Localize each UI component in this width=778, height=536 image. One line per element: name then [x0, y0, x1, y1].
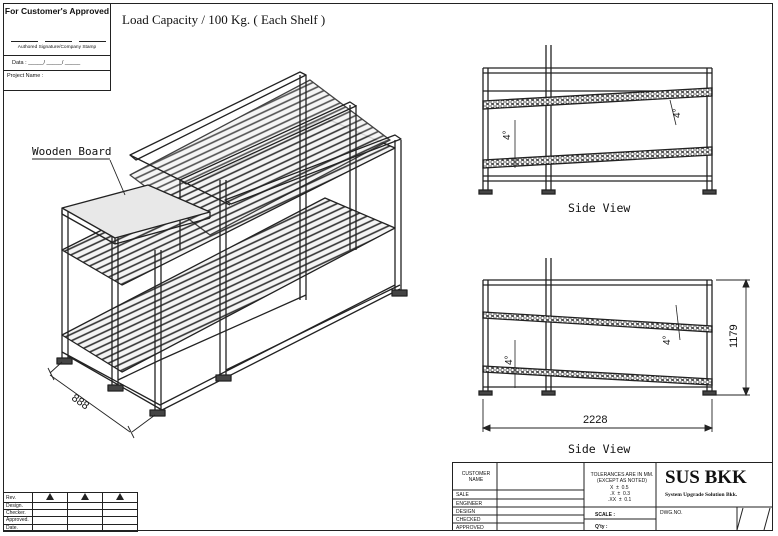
- top-rail: [129, 71, 307, 161]
- table-row: Date.: [3, 523, 138, 532]
- quantity-label: Q'ty :: [595, 524, 608, 530]
- angle-label: 4°: [662, 335, 673, 345]
- tolerances-title: TOLERANCES ARE IN MM.: [590, 472, 654, 478]
- revision-triangle-icon: [116, 493, 124, 500]
- wooden-board-edge: [61, 213, 116, 245]
- leveling-foot: [149, 409, 166, 417]
- roller-track-upper: [482, 87, 713, 110]
- sale-label: SALE: [456, 492, 469, 498]
- tolerance-xxx: .XX ± 0.1: [608, 497, 632, 503]
- company-tagline: System Upgrade Solution Bkk.: [665, 492, 738, 498]
- title-block: CUSTOMER NAME SALE ENGINEER DESIGN CHECK…: [452, 462, 773, 531]
- scale-label: SCALE :: [595, 512, 615, 518]
- company-logo-text: SUS BKK: [665, 467, 747, 488]
- leveling-foot: [56, 357, 73, 365]
- width-dimension: [47, 361, 156, 439]
- table-row: Approved.: [3, 516, 138, 525]
- customer-approval-box: For Customer's Approved Authored Signatu…: [3, 3, 111, 91]
- base-rail: [117, 294, 307, 381]
- base-rail: [225, 284, 401, 371]
- height-dimension-value: 1179: [728, 324, 740, 348]
- wooden-board-edge: [114, 217, 211, 245]
- revision-row-label: Date.: [3, 523, 33, 532]
- drawing-frame: [3, 3, 773, 531]
- side-view-top: [478, 45, 717, 195]
- project-name-label: Project Name :: [7, 73, 44, 79]
- leveling-foot: [541, 189, 556, 195]
- table-row: Checker.: [3, 509, 138, 518]
- table-row: Design.: [3, 501, 138, 511]
- leveling-foot: [702, 390, 717, 396]
- wooden-board-label: Wooden Board: [32, 145, 112, 158]
- angle-label: 4°: [504, 355, 515, 365]
- angle-label: 4°: [672, 108, 683, 118]
- revision-row-label: Rev.: [3, 492, 33, 503]
- side-view-top-label: Side View: [568, 201, 631, 215]
- top-rail: [224, 134, 402, 205]
- revision-triangle-icon: [81, 493, 89, 500]
- tolerance-x: X ± 0.5: [610, 485, 629, 491]
- load-capacity-note: Load Capacity / 100 Kg. ( Each Shelf ): [122, 12, 326, 27]
- signature-line: [11, 41, 38, 42]
- revision-triangle-icon: [46, 493, 54, 500]
- roller-track-lower: [482, 146, 713, 169]
- roller-track-upper: [482, 311, 713, 333]
- angle-marks-top: [514, 99, 677, 168]
- height-dimension: [716, 278, 750, 397]
- engineer-label: ENGINEER: [456, 501, 483, 507]
- roller-track-lower: [482, 365, 713, 386]
- leveling-foot: [478, 390, 493, 396]
- approved-label: APPROVED: [456, 525, 484, 531]
- revision-row-label: Checker.: [3, 509, 33, 518]
- leveling-foot: [541, 390, 556, 396]
- tolerance-xx: .X ± 0.3: [610, 491, 630, 497]
- wooden-board-leader: [109, 159, 126, 196]
- approval-stamp-label: Authored Signature/Company Stamp: [17, 45, 97, 50]
- table-row: Rev.: [3, 492, 138, 503]
- drawing-number-label: DWG.NO.: [660, 510, 683, 516]
- leveling-foot: [107, 384, 124, 392]
- revision-table: Rev. Design. Checker. Approved. Date.: [3, 492, 138, 532]
- checked-label: CHECKED: [456, 517, 481, 523]
- leveling-foot: [478, 189, 493, 195]
- divider: [3, 55, 111, 56]
- side-view-bottom: [478, 258, 717, 396]
- title-block-lines: [452, 462, 773, 531]
- design-label: DESIGN: [456, 509, 476, 515]
- leveling-foot: [215, 374, 232, 382]
- leveling-foot: [391, 289, 408, 297]
- length-dimension: [481, 399, 714, 432]
- customer-name-label: CUSTOMER NAME: [461, 471, 491, 483]
- signature-line: [45, 41, 72, 42]
- angle-marks-bottom: [514, 304, 681, 388]
- side-view-bottom-label: Side View: [568, 442, 631, 456]
- tolerances-subtitle: (EXCEPT AS NOTED): [597, 478, 647, 484]
- revision-row-label: Approved.: [3, 516, 33, 525]
- angle-label: 4°: [502, 130, 513, 140]
- length-dimension-value: 2228: [583, 414, 608, 426]
- revision-row-label: Design.: [3, 501, 33, 511]
- leveling-foot: [702, 189, 717, 195]
- approval-title: For Customer's Approved: [4, 6, 110, 16]
- divider: [3, 70, 111, 71]
- signature-line: [79, 41, 106, 42]
- approval-date-label: Data : _____/ _____/ _____: [12, 60, 81, 66]
- isometric-rack-view: [56, 71, 408, 417]
